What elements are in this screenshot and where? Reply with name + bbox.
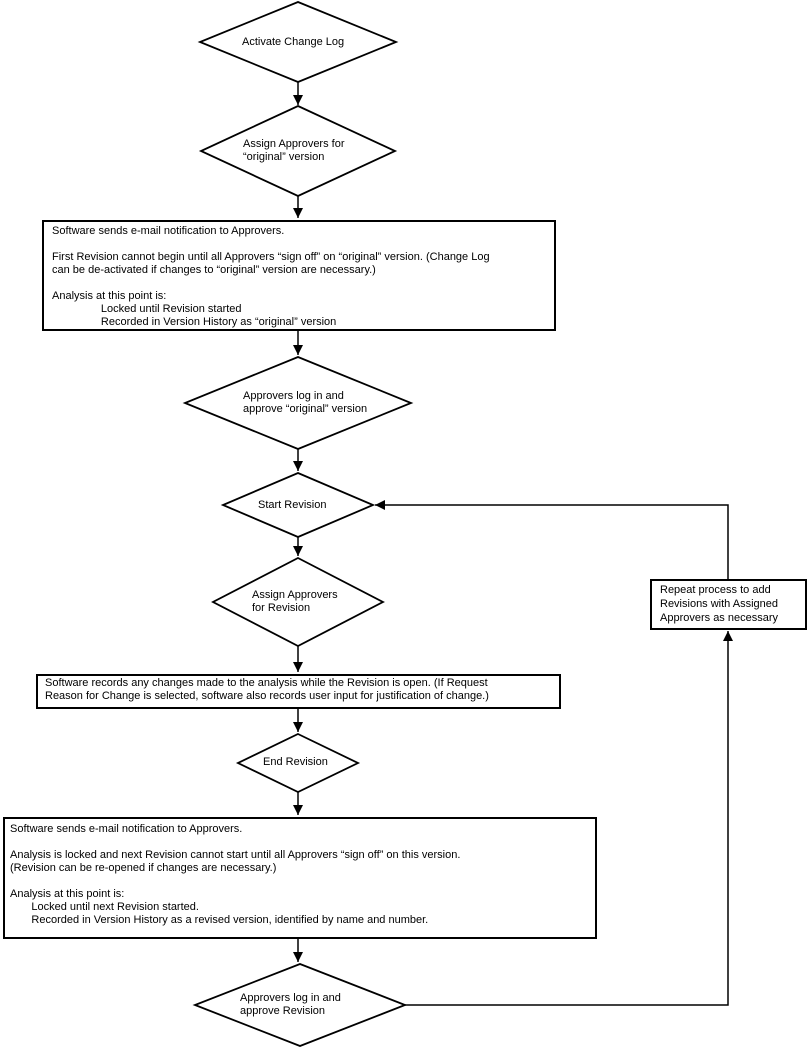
process-box-notify-original-text: Software sends e-mail notification to Ap… (52, 225, 490, 328)
process-box-notify-revision-text: Software sends e-mail notification to Ap… (10, 823, 461, 926)
process-box-notify-revision (3, 817, 597, 939)
repeat-process-box (650, 579, 807, 630)
label-approvers-approve-original: Approvers log in and approve “original” … (243, 390, 368, 415)
process-box-records-changes (36, 674, 561, 709)
label-end-revision: End Revision (263, 756, 328, 768)
loop-approve-revision-to-repeat-box (405, 631, 733, 1006)
process-box-records-changes-text: Software records any changes made to the… (45, 677, 489, 702)
label-assign-approvers-original: Assign Approvers for “original” version (243, 138, 345, 163)
label-activate-change-log: Activate Change Log (242, 36, 345, 48)
diamond-approvers-approve-revision (192, 963, 408, 1047)
repeat-process-box-text: Repeat process to add Revisions with Ass… (660, 584, 779, 624)
label-approvers-approve-revision: Approvers log in and approve Revision (240, 992, 341, 1017)
label-start-revision: Start Revision (258, 499, 327, 511)
label-assign-approvers-revision: Assign Approvers for Revision (252, 589, 338, 614)
loop-repeat-box-to-start-revision (375, 500, 729, 579)
process-box-notify-original (42, 220, 556, 331)
